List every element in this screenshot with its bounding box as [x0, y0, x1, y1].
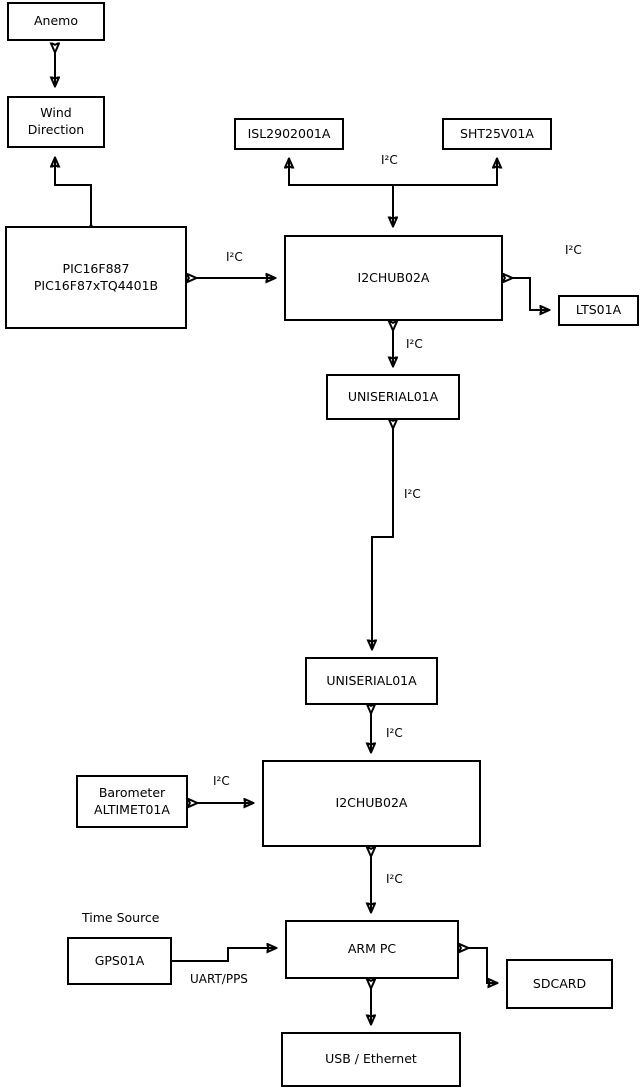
- node-i2chub02a-top[interactable]: I2CHUB02A: [284, 235, 503, 321]
- edge-label-i2c-pic-hub: I²C: [226, 250, 243, 264]
- edge-label-i2c-hub-uniserial: I²C: [406, 337, 423, 351]
- node-usb-ethernet-label: USB / Ethernet: [325, 1051, 417, 1067]
- node-isl2902001a[interactable]: ISL2902001A: [234, 118, 344, 150]
- wire-uniserial-uniserial: [372, 428, 393, 649]
- node-wind-direction-label: Wind Direction: [27, 105, 85, 137]
- node-sht25v01a-label: SHT25V01A: [460, 125, 534, 141]
- edge-label-i2c-hub-lts: I²C: [565, 243, 582, 257]
- node-sdcard[interactable]: SDCARD: [506, 959, 613, 1009]
- node-arm-pc-label: ARM PC: [347, 941, 397, 957]
- node-pic-microcontroller-label: PIC16F887 PIC16F87xTQ4401B: [33, 260, 159, 293]
- node-anemo-label: Anemo: [34, 13, 78, 29]
- node-uniserial01a-bottom[interactable]: UNISERIAL01A: [305, 657, 438, 705]
- node-wind-direction[interactable]: Wind Direction: [7, 96, 105, 148]
- node-barometer-altimet01a-label: Barometer ALTIMET01A: [94, 784, 170, 817]
- edge-label-uart-pps: UART/PPS: [190, 972, 248, 986]
- node-isl2902001a-label: ISL2902001A: [247, 125, 331, 141]
- node-lts01a[interactable]: LTS01A: [558, 295, 639, 326]
- node-arm-pc[interactable]: ARM PC: [285, 920, 459, 979]
- node-sht25v01a[interactable]: SHT25V01A: [442, 118, 552, 150]
- node-uniserial01a-top-label: UNISERIAL01A: [347, 388, 439, 404]
- wire-hubtop-isl: [289, 159, 394, 225]
- node-lts01a-label: LTS01A: [575, 302, 622, 318]
- edge-label-i2c-uniserial-uniserial: I²C: [404, 487, 421, 501]
- wire-hubtop-lts: [512, 278, 549, 310]
- node-usb-ethernet[interactable]: USB / Ethernet: [281, 1032, 461, 1087]
- node-gps01a-label: GPS01A: [94, 952, 145, 968]
- node-barometer-altimet01a[interactable]: Barometer ALTIMET01A: [76, 775, 188, 828]
- edge-label-i2c-barometer-hub: I²C: [213, 774, 230, 788]
- edge-label-i2c-hub-armpc: I²C: [386, 872, 403, 886]
- node-i2chub02a-bottom[interactable]: I2CHUB02A: [262, 760, 481, 847]
- edge-label-i2c-sensor-bus: I²C: [381, 153, 398, 167]
- wire-armpc-sdcard: [468, 948, 497, 983]
- edge-label-i2c-uniserial-hub-bottom: I²C: [386, 726, 403, 740]
- node-i2chub02a-top-label: I2CHUB02A: [357, 269, 430, 285]
- node-sdcard-label: SDCARD: [532, 975, 587, 991]
- node-i2chub02a-bottom-label: I2CHUB02A: [335, 795, 408, 811]
- node-gps01a[interactable]: GPS01A: [67, 937, 172, 985]
- wire-pic-wind: [55, 158, 91, 225]
- wire-hubtop-sht: [393, 159, 497, 186]
- node-pic-microcontroller[interactable]: PIC16F887 PIC16F87xTQ4401B: [5, 226, 187, 329]
- label-time-source: Time Source: [82, 910, 160, 925]
- node-anemo[interactable]: Anemo: [7, 2, 105, 41]
- wire-gps-armpc: [172, 948, 276, 962]
- node-uniserial01a-bottom-label: UNISERIAL01A: [326, 672, 417, 688]
- node-uniserial01a-top[interactable]: UNISERIAL01A: [326, 374, 460, 420]
